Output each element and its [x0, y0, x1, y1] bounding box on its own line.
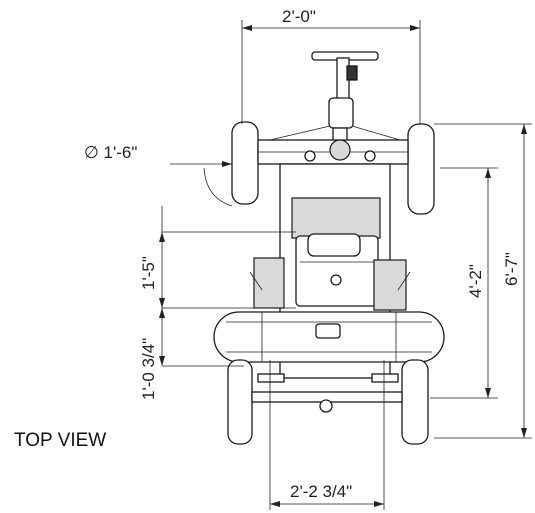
- engine-top: [307, 233, 361, 257]
- hitch: [319, 399, 333, 413]
- rear-right-bracket: [371, 373, 399, 383]
- dim-wheel-diameter: ∅ 1'-6": [84, 143, 137, 162]
- front-right-wheel: [407, 123, 435, 215]
- front-left-wheel: [231, 121, 259, 205]
- dimension-lines: [159, 20, 532, 510]
- dim-top-width: 2'-0": [282, 7, 316, 26]
- left-control: [253, 257, 285, 309]
- dim-1-5: 1'-5": [139, 256, 158, 290]
- dim-6-7: 6'-7": [502, 252, 521, 286]
- upper-panel: [291, 197, 381, 239]
- dim-1-0-3-4: 1'-0 3/4": [139, 338, 158, 400]
- rear-left-wheel: [227, 359, 253, 445]
- handle-control: [346, 65, 358, 81]
- tank-cap: [315, 323, 341, 339]
- machine-top-view: [213, 51, 445, 445]
- right-control: [373, 259, 407, 311]
- view-label: TOP VIEW: [14, 430, 106, 451]
- rear-left-bracket: [257, 373, 285, 383]
- center-hub: [329, 139, 351, 161]
- handle-lower: [328, 97, 354, 129]
- dim-4-2: 4'-2": [466, 264, 485, 298]
- rear-right-wheel: [401, 359, 429, 445]
- dim-bottom-width: 2'-2 3/4": [290, 482, 352, 501]
